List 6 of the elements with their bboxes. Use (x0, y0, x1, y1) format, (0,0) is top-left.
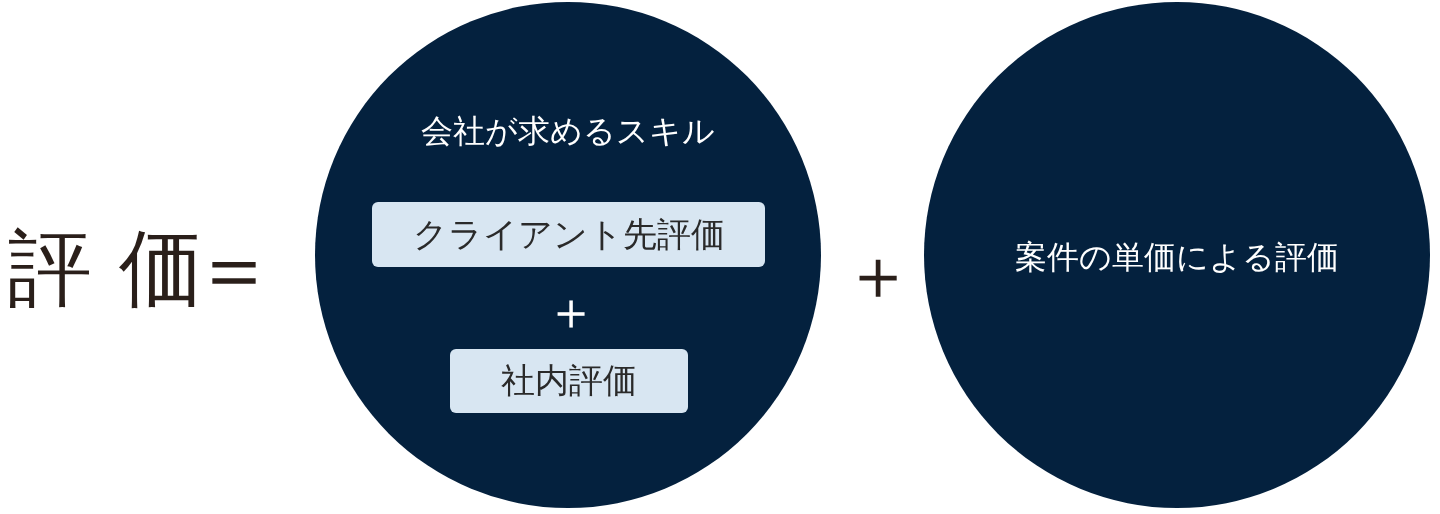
plus-sign: ＋ (545, 285, 597, 337)
circle-heading: 会社が求めるスキル (420, 111, 716, 152)
plus-sign: ＋ (842, 238, 914, 310)
circle-heading: 案件の単価による評価 (1014, 237, 1340, 278)
rounded-box: クライアント先評価 (372, 202, 765, 267)
rounded-box: 社内評価 (450, 349, 688, 413)
